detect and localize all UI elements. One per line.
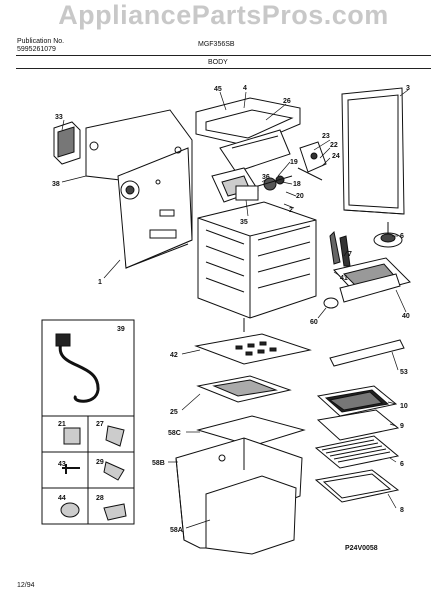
oven-frame-part [314, 469, 400, 503]
part-label-45: 45 [214, 86, 222, 93]
part-label-60: 60 [310, 319, 318, 326]
part-label-58b: 58B [152, 460, 165, 467]
part-label-4: 4 [243, 85, 247, 92]
bracket-part [297, 141, 327, 181]
broiler-pan-part [316, 409, 400, 441]
part-label-6b: 6 [400, 461, 404, 468]
shield-part [196, 375, 292, 403]
part-label-53: 53 [400, 369, 408, 376]
part-labels: 45 4 26 3 33 38 23 22 24 19 18 36 20 2 3… [52, 85, 410, 552]
part-label-2: 2 [289, 207, 293, 214]
part-label-38: 38 [52, 181, 60, 188]
part-label-7: 7 [348, 251, 352, 258]
part-label-8: 8 [400, 507, 404, 514]
part-label-29: 29 [96, 459, 104, 466]
part-label-28: 28 [96, 495, 104, 502]
broiler-part [333, 257, 411, 303]
part-label-9: 9 [400, 423, 404, 430]
accessory-box [41, 319, 135, 525]
oven-rack-part [314, 435, 400, 469]
part-label-25: 25 [170, 409, 178, 416]
footer-date: 12/94 [17, 582, 35, 589]
part-label-19: 19 [290, 159, 298, 166]
part-label-6: 6 [400, 233, 404, 240]
trim-strip-part [329, 339, 405, 367]
burner-box-part [195, 97, 301, 173]
part-label-23: 23 [322, 133, 330, 140]
part-label-35: 35 [240, 219, 248, 226]
part-label-3: 3 [406, 85, 410, 92]
publication-number: 5995261079 [17, 46, 56, 53]
oven-cavity-part [197, 185, 317, 332]
section-title: BODY [208, 59, 228, 66]
part-label-21: 21 [58, 421, 66, 428]
part-label-42: 42 [170, 352, 178, 359]
part-label-10: 10 [400, 403, 408, 410]
header-rule [16, 55, 431, 56]
round-burner-part [373, 222, 403, 248]
part-label-27: 27 [96, 421, 104, 428]
part-label-24: 24 [332, 153, 340, 160]
part-label-41: 41 [340, 275, 348, 282]
vent-box-part [53, 121, 81, 165]
drawer-part [175, 415, 306, 555]
part-label-33: 33 [55, 114, 63, 121]
electrode-part [329, 230, 351, 267]
part-label-18: 18 [293, 181, 301, 188]
part-label-43: 43 [58, 461, 66, 468]
part-label-58a: 58A [170, 527, 183, 534]
model-number: MGF356SB [198, 41, 235, 48]
part-label-58c: 58C [168, 430, 181, 437]
knob-part [323, 297, 339, 309]
part-label-40: 40 [402, 313, 410, 320]
broiler-grid-part [316, 385, 398, 417]
back-panel-part [341, 87, 405, 215]
side-panel-part [85, 109, 193, 269]
publication-label: Publication No. [17, 38, 65, 45]
part-label-20: 20 [296, 193, 304, 200]
oven-floor-part [194, 333, 312, 365]
section-rule [16, 68, 431, 69]
part-label-26: 26 [283, 98, 291, 105]
part-label-36: 36 [262, 174, 270, 181]
diagram-code: P24V0058 [345, 545, 378, 552]
part-label-22: 22 [330, 142, 338, 149]
part-label-39: 39 [117, 326, 125, 333]
leader-lines [61, 89, 409, 529]
part-label-44: 44 [58, 495, 66, 502]
part-label-1: 1 [98, 279, 102, 286]
watermark: AppliancePartsPros.com [58, 0, 389, 30]
